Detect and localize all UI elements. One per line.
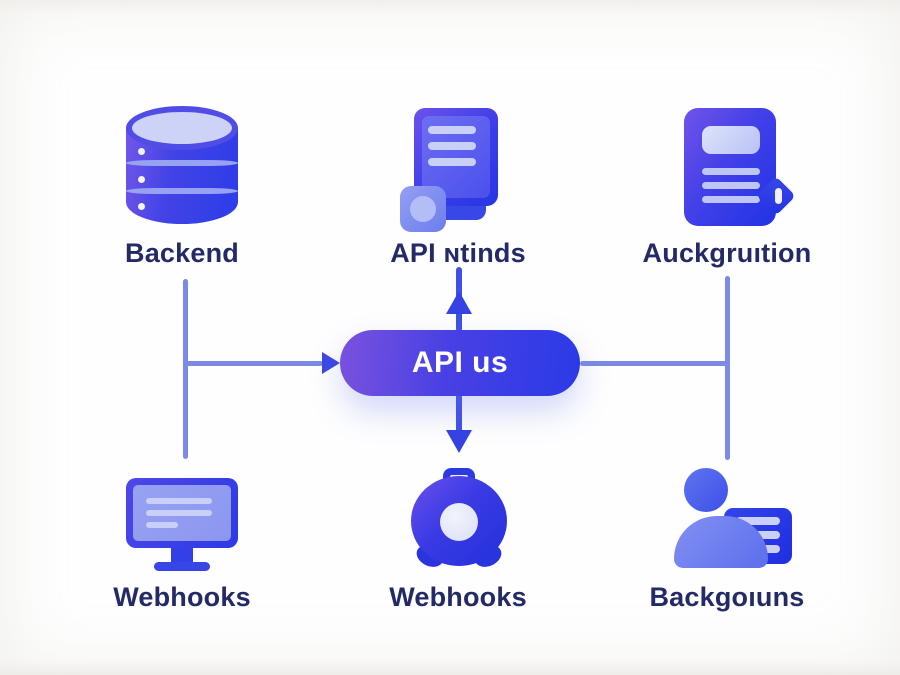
label-webhooks-left: Webhooks: [113, 582, 251, 612]
arrow-right-icon: [322, 352, 340, 374]
label-webhooks-center: Webhooks: [389, 582, 527, 612]
center-node-label: API us: [411, 346, 509, 379]
connector-left-vertical: [183, 279, 188, 459]
label-backend: Backend: [125, 238, 239, 268]
database-top-ellipse: [126, 106, 238, 150]
connector-bottom-vertical: [456, 394, 462, 436]
connector-right-vertical: [725, 276, 730, 460]
arrow-up-icon: [446, 291, 472, 314]
user-head: [684, 468, 728, 512]
tablet-note-icon: [400, 106, 516, 232]
webcam-lens: [440, 503, 478, 541]
connector-right-horizontal: [580, 361, 728, 366]
arrow-down-icon: [446, 430, 472, 453]
webcam-icon: [408, 468, 510, 571]
database-icon: [126, 106, 238, 224]
center-node-api: API us: [340, 330, 580, 396]
monitor-icon: [126, 478, 238, 572]
user-card-icon: [674, 468, 794, 568]
label-api-ntinds: API ɴtinds: [390, 238, 526, 268]
label-auckgruition: Auckgruıtion: [642, 238, 812, 268]
label-backgoiuns: Backgoıuns: [649, 582, 805, 612]
document-pencil-icon: [682, 106, 796, 230]
connector-left-horizontal: [185, 361, 323, 366]
